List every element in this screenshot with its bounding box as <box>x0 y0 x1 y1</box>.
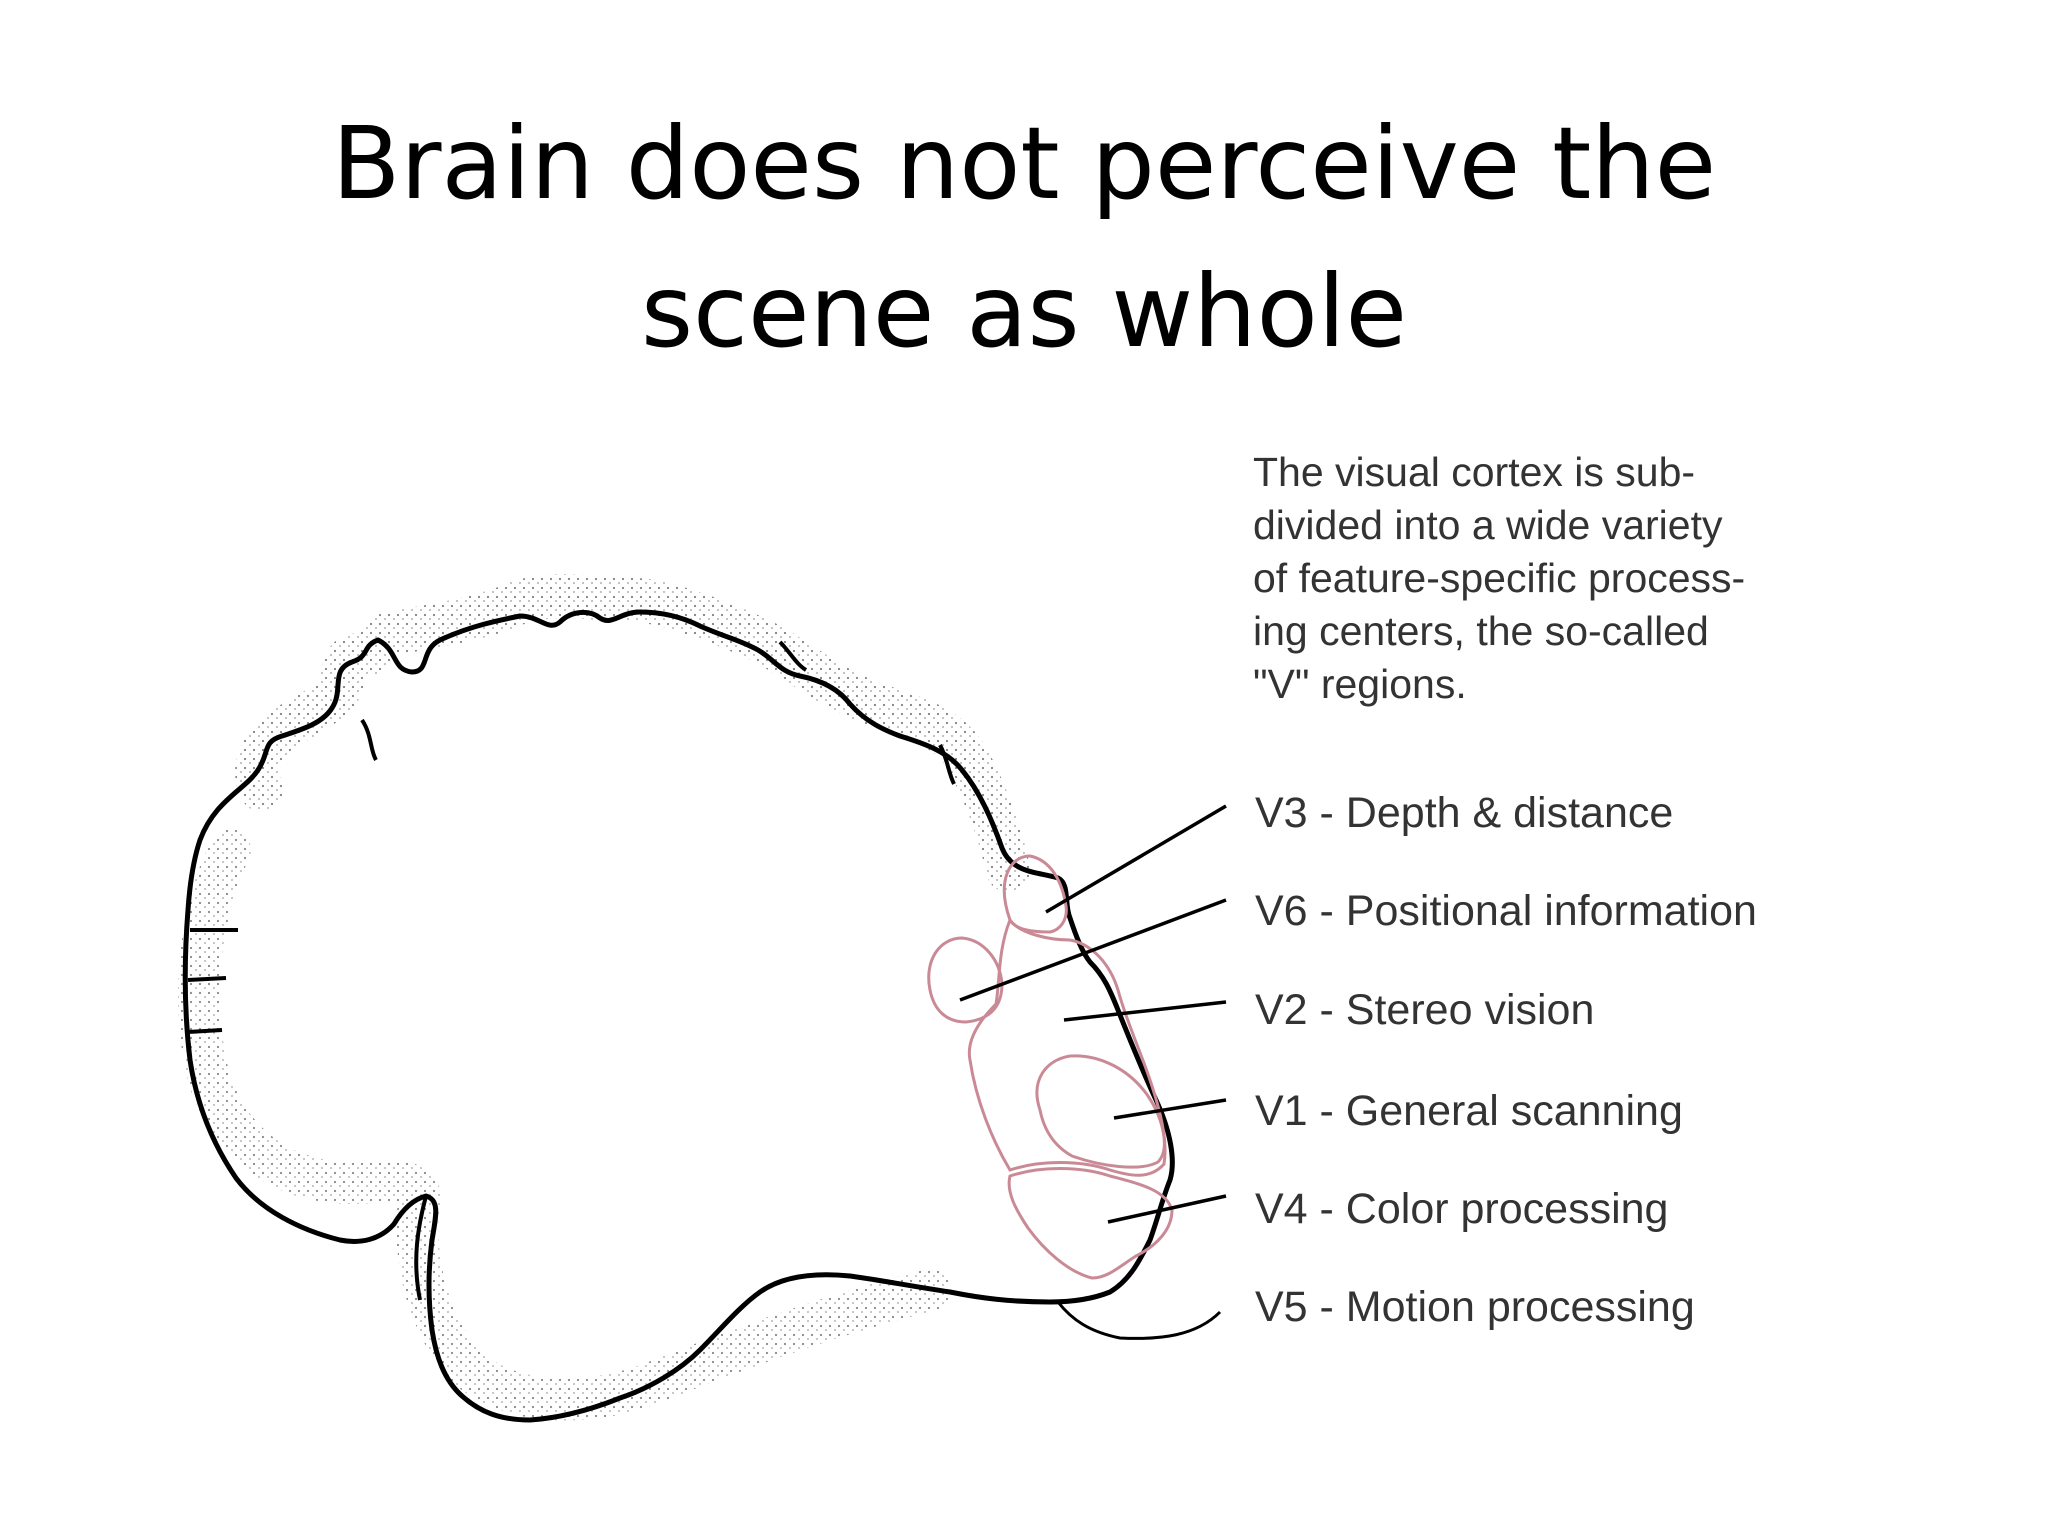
region-v5-shape <box>1058 1302 1220 1338</box>
label-v6: V6 - Positional information <box>1255 886 1757 936</box>
frontal-sulcus-3 <box>188 1030 222 1032</box>
region-v4-shape <box>1009 1169 1172 1279</box>
description-line: The visual cortex is sub- <box>1253 446 1813 499</box>
leader-v2 <box>1064 1002 1226 1020</box>
label-v5: V5 - Motion processing <box>1255 1282 1695 1332</box>
brain-outline <box>185 612 1172 1420</box>
superior-sulcus-1 <box>362 720 376 760</box>
frontal-sulcus-2 <box>188 978 226 980</box>
description-line: "V" regions. <box>1253 658 1813 711</box>
visual-cortex-description: The visual cortex is sub- divided into a… <box>1253 446 1813 711</box>
description-line: divided into a wide variety <box>1253 499 1813 552</box>
label-v2: V2 - Stereo vision <box>1255 985 1594 1035</box>
label-v3: V3 - Depth & distance <box>1255 788 1673 838</box>
leader-v3 <box>1046 806 1226 912</box>
label-v1: V1 - General scanning <box>1255 1086 1683 1136</box>
brain-stipple-lower <box>199 850 930 1399</box>
leader-v6 <box>960 900 1226 1000</box>
leader-v1 <box>1114 1100 1226 1118</box>
description-line: of feature-specific process- <box>1253 552 1813 605</box>
description-line: ing centers, the so-called <box>1253 605 1813 658</box>
label-v4: V4 - Color processing <box>1255 1184 1668 1234</box>
